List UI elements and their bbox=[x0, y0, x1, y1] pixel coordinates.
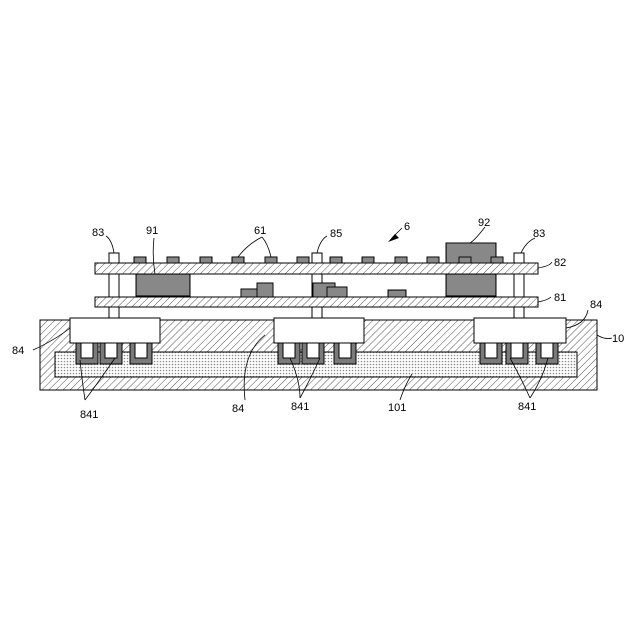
label-6: 6 bbox=[404, 221, 410, 233]
label-101: 101 bbox=[388, 402, 406, 414]
label-81: 81 bbox=[554, 292, 566, 304]
pin bbox=[339, 342, 351, 358]
pin bbox=[283, 342, 295, 358]
lower-board bbox=[95, 297, 538, 307]
connector-right bbox=[474, 318, 566, 343]
connector-left bbox=[70, 318, 160, 343]
connector-center bbox=[274, 318, 364, 343]
label-82: 82 bbox=[554, 257, 566, 269]
label-841-left: 841 bbox=[80, 409, 98, 421]
label-61: 61 bbox=[254, 225, 266, 237]
pin bbox=[81, 342, 93, 358]
label-10: 10 bbox=[612, 333, 624, 345]
label-84-left: 84 bbox=[12, 345, 24, 357]
pin bbox=[135, 342, 147, 358]
connector-pins bbox=[76, 342, 558, 364]
heat-block-left bbox=[136, 274, 190, 296]
lower-board-components bbox=[241, 283, 406, 297]
pin bbox=[485, 342, 497, 358]
upper-board bbox=[95, 263, 538, 274]
label-841-right: 841 bbox=[518, 401, 536, 413]
pin bbox=[541, 342, 553, 358]
label-83-right: 83 bbox=[533, 228, 545, 240]
label-85: 85 bbox=[330, 228, 342, 240]
pin bbox=[307, 342, 319, 358]
pin bbox=[511, 342, 523, 358]
pin bbox=[105, 342, 117, 358]
label-841-center: 841 bbox=[291, 401, 309, 413]
label-92: 92 bbox=[478, 217, 490, 229]
label-84-center: 84 bbox=[232, 403, 244, 415]
label-83-left: 83 bbox=[92, 227, 104, 239]
label-91: 91 bbox=[146, 225, 158, 237]
label-84-right: 84 bbox=[590, 299, 602, 311]
